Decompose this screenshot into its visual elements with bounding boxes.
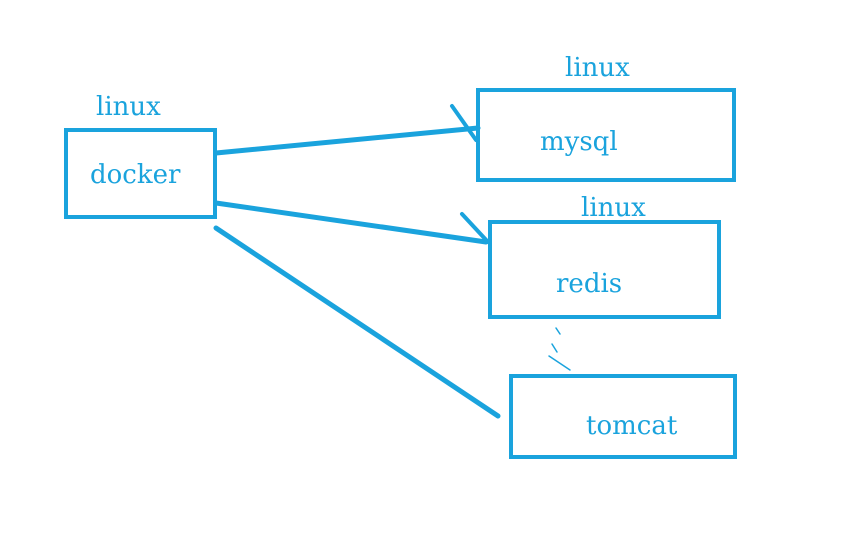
edge-redis-tomcat-dashes: [548, 327, 571, 371]
mysql-host-label: linux: [565, 53, 630, 83]
docker-box: [64, 128, 217, 219]
redis-box: [488, 220, 721, 319]
redis-host-label: linux: [581, 193, 646, 223]
arrowhead-redis: [460, 212, 490, 244]
edge-docker-redis: [213, 200, 489, 245]
tomcat-label: tomcat: [586, 411, 678, 441]
docker-host-label: linux: [96, 92, 161, 122]
tomcat-box: [509, 374, 737, 459]
mysql-label: mysql: [540, 127, 618, 157]
docker-label: docker: [90, 160, 181, 190]
mysql-box: [476, 88, 736, 182]
edge-docker-mysql: [213, 125, 481, 156]
edge-docker-tomcat: [213, 225, 501, 419]
arrowhead-mysql: [450, 104, 478, 142]
redis-label: redis: [556, 269, 623, 299]
